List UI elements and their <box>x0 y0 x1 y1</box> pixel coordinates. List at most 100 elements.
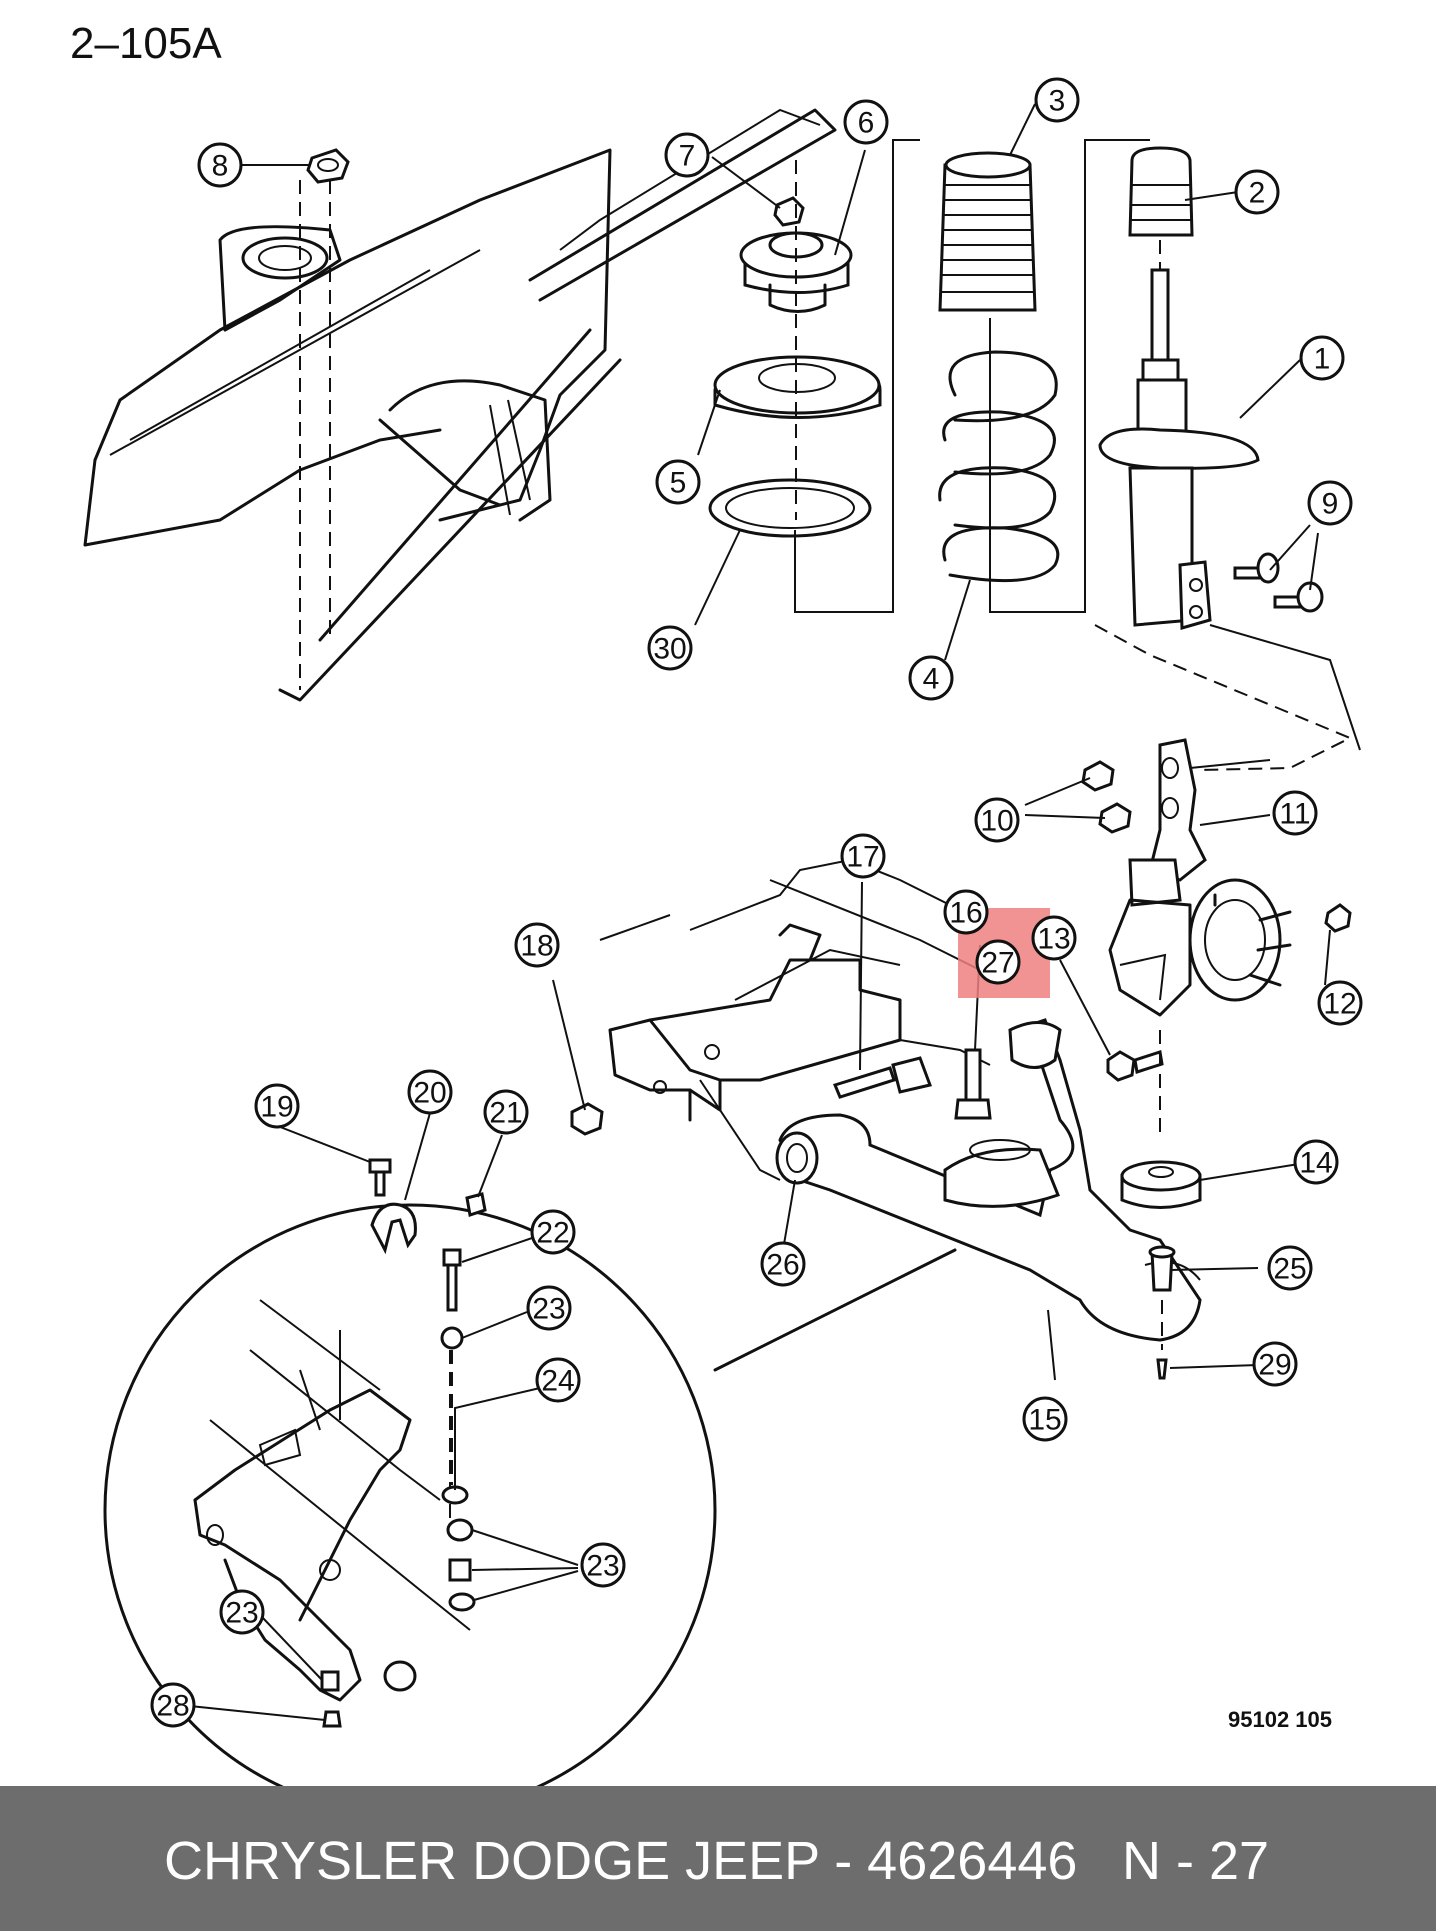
nut-8 <box>306 148 350 184</box>
callout-26: 26 <box>760 1241 806 1287</box>
callout-6: 6 <box>843 99 889 145</box>
callout-circle <box>647 625 693 671</box>
callout-circle <box>1034 77 1080 123</box>
callout-3: 3 <box>1034 77 1080 123</box>
part-number-text: CHRYSLER DODGE JEEP - 4626446 <box>164 1831 1078 1891</box>
callout-29: 29 <box>1252 1341 1298 1387</box>
callout-16: 16 <box>943 889 989 935</box>
callout-8: 8 <box>197 142 243 188</box>
nut-21 <box>465 1192 487 1217</box>
callout-22: 22 <box>530 1209 576 1255</box>
bushing-14 <box>1120 1160 1202 1209</box>
callout-circle <box>1252 1341 1298 1387</box>
callout-9: 9 <box>1307 480 1353 526</box>
nut-28 <box>322 1710 342 1728</box>
callout-14: 14 <box>1293 1139 1339 1185</box>
callout-30: 30 <box>647 625 693 671</box>
strut-assembly <box>1098 146 1260 630</box>
coil-spring <box>938 139 1150 613</box>
bolt-19 <box>368 1158 392 1197</box>
nut-18 <box>570 1102 604 1136</box>
callout-number: 14 <box>1299 1147 1332 1180</box>
callout-number: 29 <box>1258 1349 1291 1382</box>
callout-25: 25 <box>1267 1245 1313 1291</box>
callout-circle <box>974 797 1020 843</box>
ball-joint-25 <box>1148 1245 1176 1292</box>
detail-view <box>103 1203 957 1786</box>
callout-27: 27 <box>975 939 1021 985</box>
bolt-16 <box>954 1048 992 1120</box>
callout-21: 21 <box>483 1089 529 1135</box>
callout-17: 17 <box>840 833 886 879</box>
callout-circle <box>655 459 701 505</box>
callout-number: 18 <box>520 930 553 963</box>
callout-circle <box>1234 169 1280 215</box>
callout-15: 15 <box>1022 1396 1068 1442</box>
callout-18: 18 <box>514 922 560 968</box>
bolt-17 <box>832 1056 932 1099</box>
callout-circle <box>254 1083 300 1129</box>
callout-10: 10 <box>974 797 1020 843</box>
bolt-13 <box>1106 1050 1164 1082</box>
callout-1: 1 <box>1299 335 1345 381</box>
callout-number: 3 <box>1049 85 1066 118</box>
callout-number: 22 <box>536 1217 569 1250</box>
callout-11: 11 <box>1272 790 1318 836</box>
drawing-number: 95102 105 <box>1228 1707 1332 1732</box>
callout-circle <box>514 922 560 968</box>
callout-circle <box>1307 480 1353 526</box>
callout-4: 4 <box>908 655 954 701</box>
callout-circle <box>1272 790 1318 836</box>
steering-knuckle <box>1108 738 1292 1017</box>
callout-number: 13 <box>1037 923 1070 956</box>
callout-circle <box>1031 915 1077 961</box>
callout-circle <box>760 1241 806 1287</box>
callout-number: 24 <box>541 1365 574 1398</box>
callout-circle <box>1267 1245 1313 1291</box>
reference-number-text: N - 27 <box>1122 1831 1270 1891</box>
callout-circle <box>1299 335 1345 381</box>
callout-number: 5 <box>670 467 687 500</box>
callout-number: 11 <box>1279 798 1310 831</box>
exploded-parts-diagram: 2–105A <box>70 19 1363 1786</box>
callout-circle <box>1293 1139 1339 1185</box>
bracket-20 <box>370 1202 417 1255</box>
callout-number: 30 <box>653 633 686 666</box>
callout-7: 7 <box>664 132 710 178</box>
callout-circle <box>840 833 886 879</box>
figure-code: 2–105A <box>70 19 222 68</box>
assembly-path <box>1094 624 1353 771</box>
callout-circle <box>483 1089 529 1135</box>
callout-5: 5 <box>655 459 701 505</box>
clip-29 <box>1156 1358 1168 1380</box>
callout-circle <box>1317 980 1363 1026</box>
callout-number: 23 <box>586 1550 619 1583</box>
upper-mount-stack <box>708 139 920 613</box>
callout-number: 21 <box>489 1097 522 1130</box>
callout-12: 12 <box>1317 980 1363 1026</box>
callout-number: 23 <box>532 1293 565 1326</box>
callout-circle <box>219 1589 265 1635</box>
callout-number: 4 <box>923 663 940 696</box>
callout-19: 19 <box>254 1083 300 1129</box>
callout-circle <box>530 1209 576 1255</box>
callout-number: 20 <box>413 1077 446 1110</box>
callout-20: 20 <box>407 1069 453 1115</box>
callout-24: 24 <box>535 1357 581 1403</box>
callout-28: 28 <box>150 1682 196 1728</box>
bolt-22 <box>442 1248 462 1312</box>
nut-12 <box>1324 903 1352 933</box>
callout-2: 2 <box>1234 169 1280 215</box>
callout-number: 15 <box>1028 1404 1061 1437</box>
footer-bar: CHRYSLER DODGE JEEP - 4626446 N - 27 <box>0 1786 1436 1931</box>
callout-number: 6 <box>858 107 875 140</box>
callout-number: 16 <box>949 897 982 930</box>
callout-number: 23 <box>225 1597 258 1630</box>
callout-number: 19 <box>260 1091 293 1124</box>
callout-number: 10 <box>980 805 1013 838</box>
callout-number: 7 <box>679 140 696 173</box>
bushing-23-lower <box>320 1670 340 1692</box>
callout-number: 26 <box>766 1249 799 1282</box>
nuts-10 <box>1081 760 1132 834</box>
